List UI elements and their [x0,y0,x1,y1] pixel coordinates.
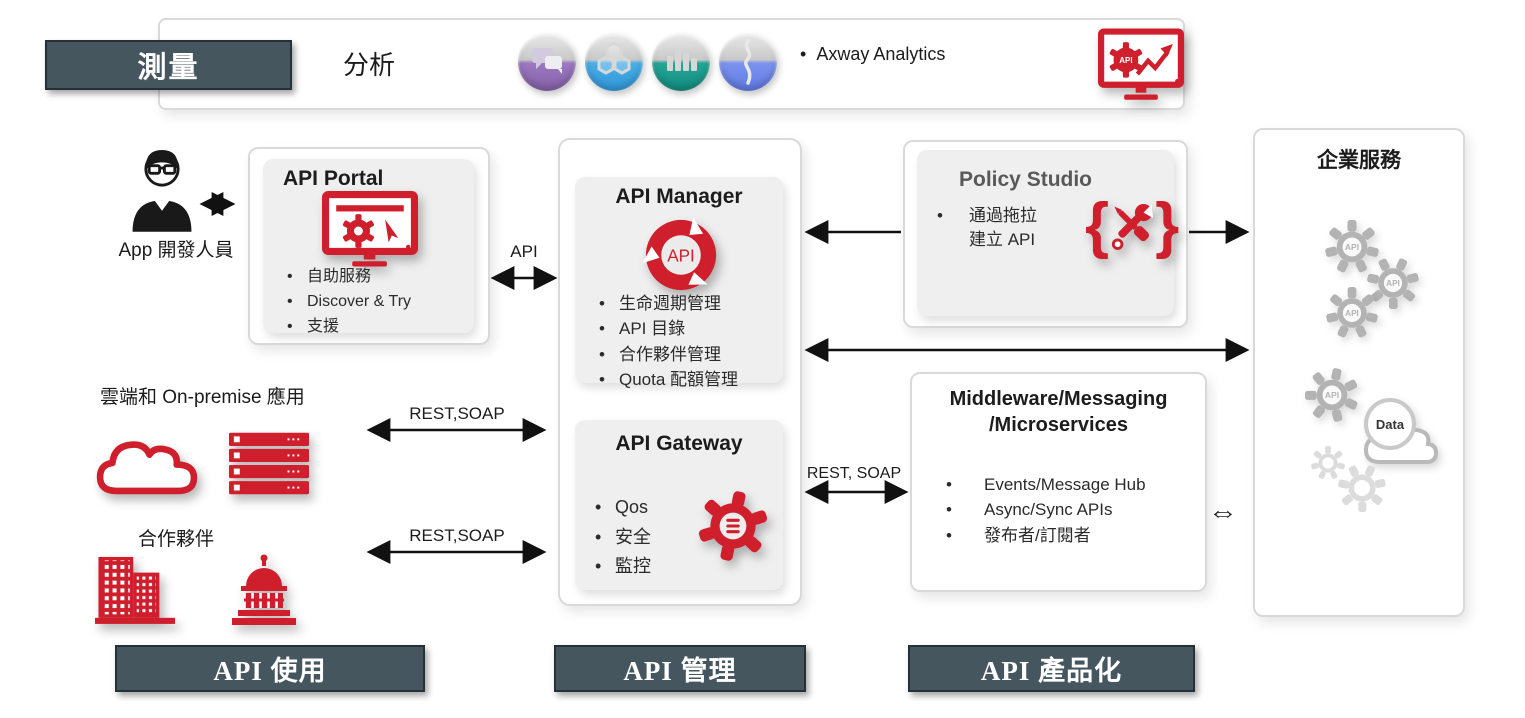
middleware-panel: Middleware/Messaging /Microservices Even… [910,372,1207,592]
svg-text:API: API [1345,242,1359,252]
cloud-onprem-label: 雲端和 On-premise 應用 [100,387,305,408]
api-portal-title: API Portal [283,167,384,190]
list-item: 發布者/訂閱者 [944,525,1146,547]
bullet-dot: • [800,44,817,64]
policy-studio-card: Policy Studio 通過拖拉 建立 API { } [917,150,1179,316]
policy-studio-bullets: 通過拖拉 建立 API [935,205,1037,256]
measure-label: 測量 [137,52,200,84]
api-gear-icon: API [1305,368,1358,422]
rest-soap-label-right: REST, SOAP [806,465,902,482]
api-monitor-trend-icon: API [1098,28,1184,100]
middleware-enterprise-arrow: ⇔ [1208,496,1238,529]
rest-soap-label-top: REST,SOAP [409,404,505,423]
braces-tools-icon: { } [1085,191,1180,260]
list-item: 合作夥伴管理 [597,344,738,366]
api-gear-icon: API [1367,258,1419,309]
list-item: Discover & Try [285,292,411,312]
api-manager-bullets: 生命週期管理 API 目錄 合作夥伴管理 Quota 配額管理 [597,293,738,395]
capitol-icon [232,554,296,625]
list-item: Quota 配額管理 [597,369,738,391]
api-portal-bullets: 自助服務 Discover & Try 支援 [285,267,411,342]
enterprise-panel: 企業服務 [1253,128,1465,617]
data-cloud-icon: Data [1363,398,1439,464]
analytics-bullet-item: • Axway Analytics [800,44,945,65]
list-item: Async/Sync APIs [944,499,1146,521]
portal-monitor-icon [322,191,418,267]
api-manager-title: API Manager [615,185,743,208]
svg-text:API: API [1119,56,1132,65]
api-lifecycle-icon: API [642,217,717,291]
list-item: 支援 [285,317,411,337]
svg-text:API: API [1345,309,1359,318]
svg-text:API: API [1325,390,1339,400]
list-item: API 目錄 [597,318,738,340]
api-gateway-bullets: Qos 安全 監控 [593,496,651,583]
list-item: 通過拖拉 [935,205,1037,227]
cloud-icon [96,441,198,495]
api-productize-label: API 產品化 [980,656,1123,686]
server-icon [229,432,309,495]
bar-chart-icon [652,33,710,91]
molecule-icon [585,33,643,91]
list-item: 生命週期管理 [597,293,738,315]
api-gear-icon: API [1325,220,1379,273]
svg-text:API: API [667,246,695,265]
middleware-title-line1: Middleware/Messaging [949,388,1168,410]
list-item: 安全 [593,526,651,549]
rest-soap-label-bottom: REST,SOAP [409,526,505,545]
api-manage-label: API 管理 [623,656,737,686]
svg-text:Data: Data [1376,417,1405,432]
gateway-gear-icon [698,491,768,561]
api-productize-box: API 產品化 [908,645,1195,692]
gear-icon [1311,446,1345,479]
policy-studio-title: Policy Studio [959,168,1093,191]
list-item: 監控 [593,555,651,578]
svg-text:API: API [1386,279,1400,288]
api-consume-box: API 使用 [115,645,425,692]
api-consume-label: API 使用 [213,656,327,686]
api-manager-card: API Manager API 生命週期管理 API 目錄 合作夥伴管理 Quo… [575,177,783,390]
api-manage-box: API 管理 [554,645,806,692]
api-gateway-card: API Gateway Qos 安全 監控 [575,420,783,590]
partner-label: 合作夥伴 [138,529,215,550]
api-gateway-title: API Gateway [615,432,743,455]
list-item: Events/Message Hub [944,474,1146,496]
api-gear-icon: API [1326,287,1378,338]
pulse-icon [719,33,777,91]
api-portal-card: API Portal 自助服務 [263,159,474,337]
list-item: 建立 API [969,230,1036,250]
analysis-label: 分析 [343,50,396,80]
measure-box: 測量 [45,40,292,90]
gear-icon [1338,465,1386,512]
middleware-bullets: Events/Message Hub Async/Sync APIs 發布者/訂… [944,474,1146,551]
buildings-icon [95,556,175,624]
list-item: 自助服務 [285,267,411,287]
middleware-title-line2: /Microservices [989,414,1128,436]
developer-label: App 開發人員 [118,240,234,261]
analytics-label: Axway Analytics [816,44,946,64]
developer-icon [132,150,192,232]
api-arrow-label: API [510,242,538,261]
enterprise-title: 企業服務 [1317,149,1401,172]
list-item: Qos [593,496,651,519]
chat-icon [518,33,576,91]
